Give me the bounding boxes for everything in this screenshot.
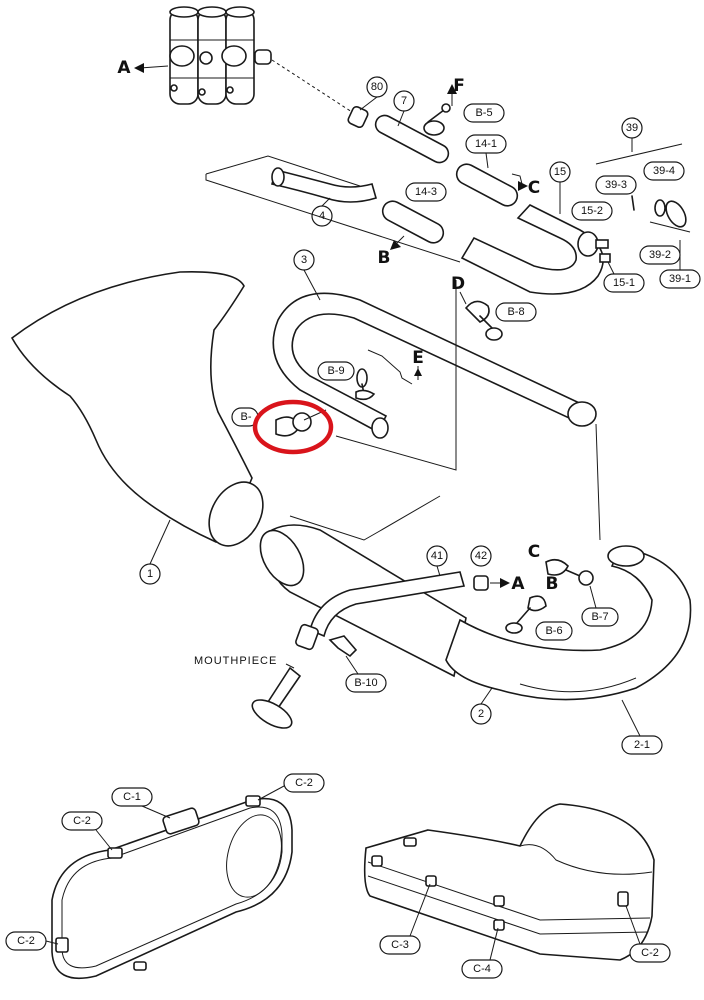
label-42: 42 — [475, 550, 487, 562]
highlight-circle — [252, 399, 334, 455]
case-left — [51, 795, 293, 980]
label-b9: B-9 — [327, 365, 344, 377]
label-b-top: B — [378, 248, 391, 268]
label-80: 80 — [371, 81, 383, 93]
label-41: 41 — [431, 550, 443, 562]
label-b-partial: B- — [241, 411, 252, 423]
label-c4: C-4 — [473, 963, 491, 975]
label-a-top: A — [117, 58, 131, 78]
label-39-1: 39-1 — [669, 273, 691, 285]
label-1: 1 — [147, 568, 153, 580]
label-c-body: C — [528, 542, 540, 562]
label-14-1: 14-1 — [475, 138, 497, 150]
label-e: E — [412, 348, 424, 368]
label-15: 15 — [554, 166, 566, 178]
label-c2-left-side: C-2 — [17, 935, 35, 947]
label-2-1: 2-1 — [634, 739, 650, 751]
valve-cluster — [169, 6, 272, 105]
label-b5: B-5 — [475, 107, 492, 119]
label-d: D — [451, 274, 465, 294]
label-7: 7 — [401, 95, 407, 107]
label-4: 4 — [319, 210, 325, 222]
label-a-body: A — [511, 574, 525, 594]
label-15-1: 15-1 — [613, 277, 635, 289]
label-39-4: 39-4 — [653, 165, 675, 177]
label-f: F — [453, 76, 465, 96]
label-14-3: 14-3 — [415, 186, 437, 198]
label-c3: C-3 — [391, 939, 409, 951]
label-b10: B-10 — [354, 677, 377, 689]
label-39-2: 39-2 — [649, 249, 671, 261]
label-c1: C-1 — [123, 791, 141, 803]
label-c-top: C — [528, 178, 540, 198]
label-3: 3 — [301, 254, 307, 266]
label-39-3: 39-3 — [605, 179, 627, 191]
label-2: 2 — [478, 708, 484, 720]
label-b-body: B — [546, 574, 559, 594]
label-15-2: 15-2 — [581, 205, 603, 217]
label-mouthpiece: MOUTHPIECE — [194, 655, 277, 667]
label-b7: B-7 — [591, 611, 608, 623]
label-b6: B-6 — [545, 625, 562, 637]
label-39: 39 — [626, 122, 638, 134]
label-c2-right-top: C-2 — [295, 777, 313, 789]
label-c2-left-top: C-2 — [73, 815, 91, 827]
label-c2-right-case: C-2 — [641, 947, 659, 959]
label-b8: B-8 — [507, 306, 524, 318]
